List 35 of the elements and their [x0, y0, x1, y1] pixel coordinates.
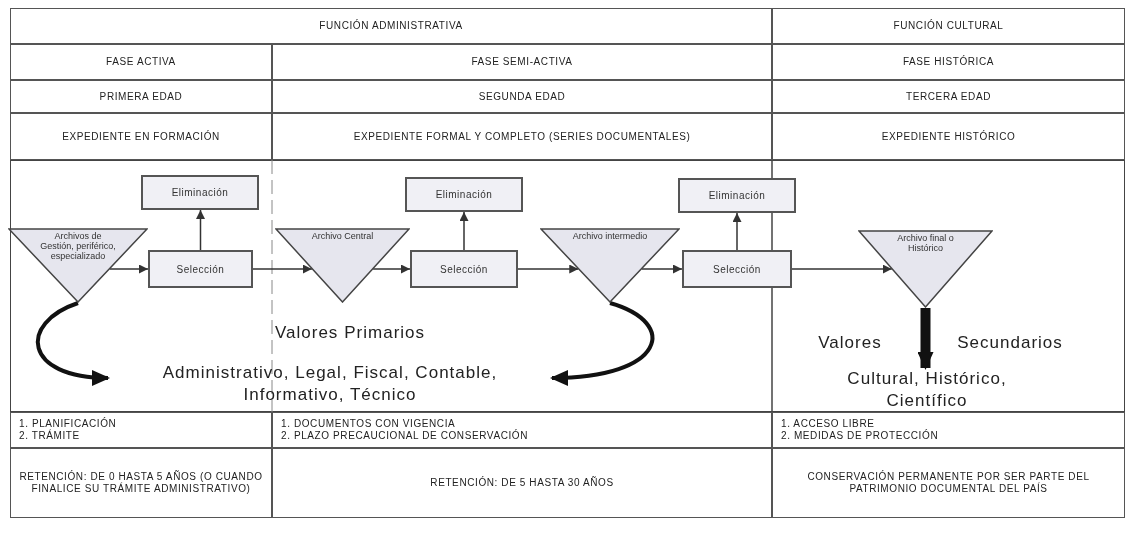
table-text: FUNCIÓN CULTURAL [893, 20, 1004, 32]
process-box: Eliminación [141, 175, 259, 210]
values-text: Administrativo, Legal, Fiscal, Contable, Informativo, Técnico [110, 362, 550, 412]
table-text: EXPEDIENTE HISTÓRICO [881, 130, 1016, 143]
value-heading: Valores [817, 332, 883, 354]
table-text: RETENCIÓN: DE 0 HASTA 5 AÑOS (O CUANDO FINALICE SU TRÁMITE ADMINISTRATIVO) [18, 471, 264, 495]
table-text: FASE HISTÓRICA [902, 56, 995, 68]
table-text: TERCERA EDAD [906, 90, 991, 103]
values-text: Cultural, Histórico, Científico [832, 368, 1022, 410]
archive-label: Archivo Central [311, 231, 374, 241]
table-text: 2. MEDIDAS DE PROTECCIÓN [781, 430, 939, 442]
table-text: 1. ACCESO LIBRE [781, 418, 875, 429]
table-text: RETENCIÓN: DE 5 HASTA 30 AÑOS [430, 477, 614, 489]
table-text: SEGUNDA EDAD [478, 90, 566, 103]
value-heading: Secundarios [956, 332, 1064, 354]
table-text: CONSERVACIÓN PERMANENTE POR SER PARTE DEL PATRIMONIO DOCUMENTAL DEL PAÍS [806, 471, 1091, 495]
table-text: FUNCIÓN ADMINISTRATIVA [319, 20, 463, 32]
archive-label: Archivos de Gestión, periférico, especializado [39, 231, 117, 261]
table-text: FASE SEMI-ACTIVA [471, 56, 573, 68]
archive-label: Archivo intermedio [572, 231, 648, 241]
table-text: FASE ACTIVA [106, 56, 176, 68]
table-text: 2. PLAZO PRECAUCIONAL DE CONSERVACIÓN [281, 430, 529, 442]
archive-label: Archivo final o Histórico [896, 233, 955, 253]
process-box: Selección [682, 250, 792, 288]
process-box: Eliminación [678, 178, 796, 213]
table-text: PRIMERA EDAD [99, 90, 183, 103]
table-text: 1. PLANIFICACIÓN [19, 418, 117, 429]
table-text: EXPEDIENTE FORMAL Y COMPLETO (SERIES DOCUMENTALES) [353, 130, 691, 143]
value-heading: Valores Primarios [273, 322, 427, 344]
process-box: Selección [148, 250, 253, 288]
process-box: Eliminación [405, 177, 523, 212]
process-box: Selección [410, 250, 518, 288]
table-text: 2. TRÁMITE [19, 430, 80, 442]
table-text: 1. DOCUMENTOS CON VIGENCIA [281, 418, 456, 429]
table-text: EXPEDIENTE EN FORMACIÓN [62, 130, 220, 143]
